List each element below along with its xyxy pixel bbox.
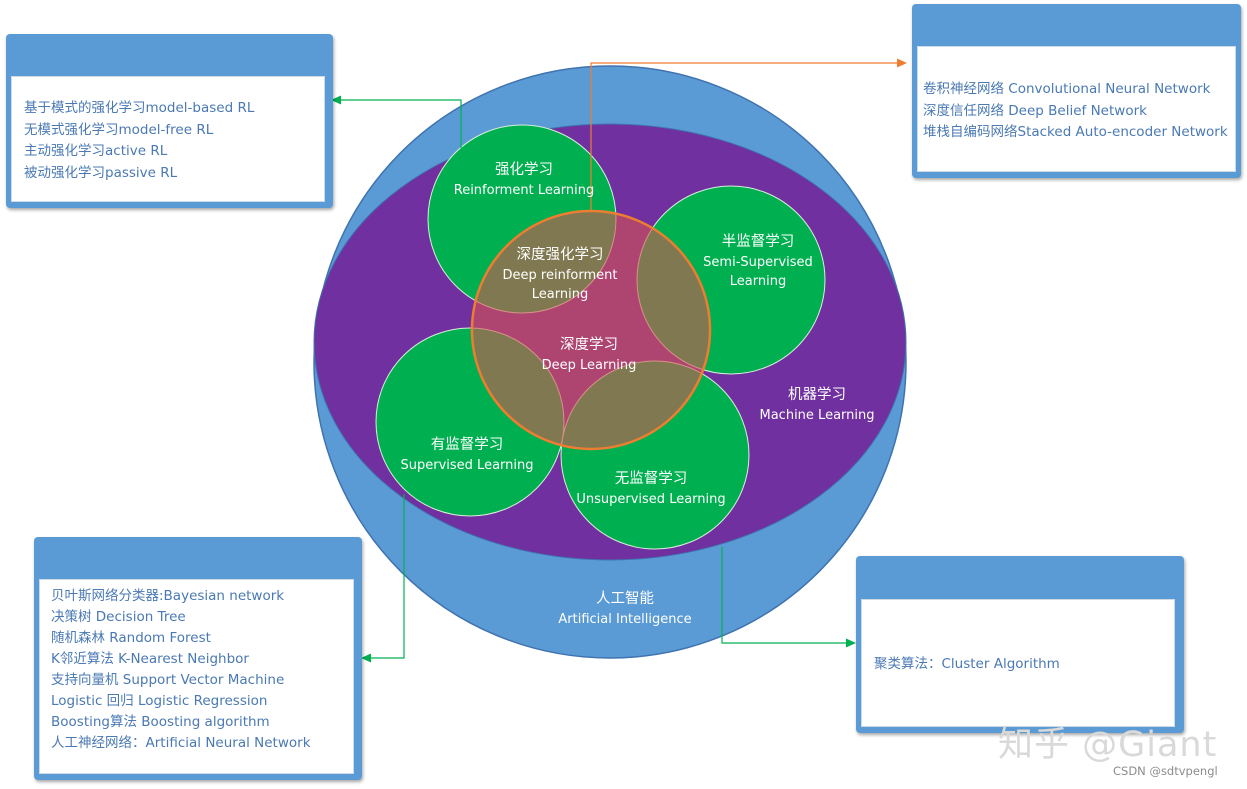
semi-label-zh: 半监督学习: [721, 234, 795, 250]
dl-arrowhead: [897, 58, 907, 68]
unsupervised-label: 无监督学习 Unsupervised Learning: [576, 469, 725, 509]
drl-label-en2: Learning: [531, 287, 589, 302]
ml-label: 机器学习 Machine Learning: [760, 385, 875, 425]
rl-label-en: Reinforment Learning: [453, 183, 595, 198]
dl-methods-panel: 卷积神经网络 Convolutional Neural Network 深度信任…: [912, 4, 1241, 178]
dl-label-en: Deep Learning: [541, 358, 637, 373]
rl-methods-list: 基于模式的强化学习model-based RL 无模式强化学习model-fre…: [11, 76, 325, 202]
rl-method-item: 主动强化学习active RL: [24, 143, 168, 159]
semi-label: 半监督学习 Semi-Supervised Learning: [703, 232, 813, 291]
semi-label-en2: Learning: [729, 274, 787, 289]
unsupervised-method-item: 聚类算法：Cluster Algorithm: [874, 656, 1060, 672]
supervised-methods-list: 贝叶斯网络分类器:Bayesian network 决策树 Decision T…: [39, 579, 354, 774]
rl-method-item: 无模式强化学习model-free RL: [24, 121, 214, 138]
ml-label-en: Machine Learning: [759, 408, 875, 423]
dl-methods-list: 卷积神经网络 Convolutional Neural Network 深度信任…: [917, 46, 1236, 172]
unsupervised-arrowhead: [846, 638, 856, 648]
rl-connector: [333, 99, 462, 148]
unsupervised-label-zh: 无监督学习: [614, 471, 688, 487]
ai-label-zh: 人工智能: [596, 591, 654, 607]
ml-label-zh: 机器学习: [788, 387, 846, 403]
supervised-method-item: K邻近算法 K-Nearest Neighbor: [51, 651, 249, 667]
unsupervised-connector: [721, 547, 852, 644]
semi-label-en1: Semi-Supervised: [703, 255, 813, 270]
dl-label-zh: 深度学习: [559, 337, 618, 353]
supervised-arrowhead: [361, 653, 371, 663]
rl-method-item: 被动强化学习passive RL: [24, 164, 178, 181]
supervised-method-item: 人工神经网络：Artificial Neural Network: [51, 735, 311, 751]
watermark: 知乎 @Giant: [998, 725, 1218, 765]
ai-label: 人工智能 Artificial Intelligence: [558, 589, 691, 629]
supervised-method-item: 随机森林 Random Forest: [51, 630, 211, 646]
supervised-label-en: Supervised Learning: [400, 458, 534, 473]
supervised-methods-panel: 贝叶斯网络分类器:Bayesian network 决策树 Decision T…: [34, 537, 362, 780]
rl-methods-panel: 基于模式的强化学习model-based RL 无模式强化学习model-fre…: [6, 34, 333, 208]
supervised-method-item: 支持向量机 Support Vector Machine: [51, 672, 285, 688]
dl-label: 深度学习 Deep Learning: [542, 335, 637, 375]
dl-method-item: 深度信任网络 Deep Belief Network: [923, 102, 1147, 119]
supervised-method-item: Boosting算法 Boosting algorithm: [51, 714, 270, 730]
rl-label: 强化学习 Reinforment Learning: [454, 160, 595, 200]
supervised-connector: [364, 494, 405, 659]
drl-label-zh: 深度强化学习: [516, 247, 604, 263]
supervised-method-item: 决策树 Decision Tree: [51, 609, 186, 625]
rl-arrowhead: [331, 95, 341, 105]
supervised-label-zh: 有监督学习: [430, 437, 504, 453]
ai-label-en: Artificial Intelligence: [558, 612, 692, 627]
rl-label-zh: 强化学习: [494, 162, 553, 178]
unsupervised-methods-panel: 聚类算法：Cluster Algorithm: [856, 556, 1184, 733]
supervised-method-item: 贝叶斯网络分类器:Bayesian network: [51, 588, 285, 604]
dl-method-item: 堆栈自编码网络Stacked Auto-encoder Network: [923, 124, 1228, 140]
unsupervised-methods-list: 聚类算法：Cluster Algorithm: [861, 599, 1175, 727]
credit-text: CSDN @sdtvpengl: [1113, 764, 1218, 778]
dl-method-item: 卷积神经网络 Convolutional Neural Network: [923, 81, 1211, 97]
supervised-label: 有监督学习 Supervised Learning: [401, 435, 534, 475]
rl-method-item: 基于模式的强化学习model-based RL: [24, 100, 255, 116]
drl-label-en1: Deep reinforment: [502, 268, 618, 283]
drl-label: 深度强化学习 Deep reinforment Learning: [503, 245, 618, 304]
dl-connector: [590, 62, 904, 211]
supervised-method-item: Logistic 回归 Logistic Regression: [51, 693, 268, 709]
unsupervised-label-en: Unsupervised Learning: [576, 492, 726, 507]
